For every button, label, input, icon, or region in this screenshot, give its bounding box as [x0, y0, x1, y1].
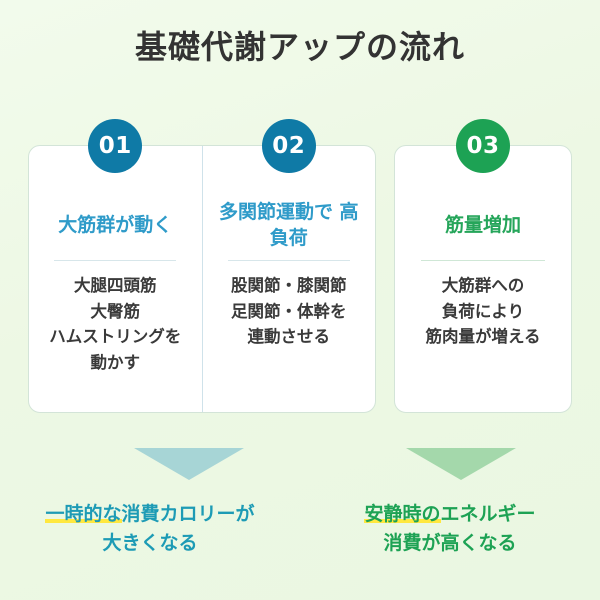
step-divider-03 [420, 260, 546, 261]
step-heading-01: 大筋群が動く [58, 214, 173, 237]
step-card-03: 03 筋量増加 大筋群への 負荷により 筋肉量が増える [395, 119, 571, 412]
outcome-left-line2: 大きくなる [102, 531, 198, 554]
arrow-down-left-icon [134, 448, 244, 480]
outcome-left-line1: 一時的な消費カロリーが [0, 500, 300, 529]
steps-container: 01 大筋群が動く 大腿四頭筋 大臀筋 ハムストリングを 動かす 02 多関節運… [28, 119, 572, 413]
page-title: 基礎代謝アップの流れ [134, 28, 465, 66]
step-card-02: 02 多関節運動で 高負荷 股関節・膝関節 足関節・体幹を 連動させる [201, 119, 376, 412]
arrow-down-right-icon [406, 448, 516, 480]
outcome-left-highlight: 一時的な [45, 503, 122, 525]
step-body-03: 大筋群への 負荷により 筋肉量が増える [425, 276, 541, 347]
step-group-second: 03 筋量増加 大筋群への 負荷により 筋肉量が増える [394, 119, 572, 413]
outcome-left-rest: 消費カロリーが [121, 503, 255, 525]
outcome-right-rest: エネルギー [440, 503, 536, 525]
outcome-right-highlight: 安静時の [364, 503, 441, 525]
step-body-02: 股関節・膝関節 足関節・体幹を 連動させる [231, 276, 347, 347]
step-body-01: 大腿四頭筋 大臀筋 ハムストリングを 動かす [49, 276, 182, 372]
step-card-01: 01 大筋群が動く 大腿四頭筋 大臀筋 ハムストリングを 動かす [29, 119, 202, 412]
outcome-left: 一時的な消費カロリーが 大きくなる [0, 500, 300, 557]
step-badge-01: 01 [88, 119, 143, 173]
arrows-container [0, 448, 600, 488]
step-heading-02: 多関節運動で 高負荷 [218, 201, 359, 249]
step-heading-03: 筋量増加 [444, 214, 521, 237]
step-divider-01 [54, 260, 177, 261]
step-badge-03: 03 [456, 119, 510, 173]
outcome-right-line1: 安静時のエネルギー [300, 500, 600, 529]
outcomes-container: 一時的な消費カロリーが 大きくなる 安静時のエネルギー 消費が高くなる [0, 500, 600, 557]
step-group-first: 01 大筋群が動く 大腿四頭筋 大臀筋 ハムストリングを 動かす 02 多関節運… [28, 119, 376, 413]
step-divider-02 [227, 260, 350, 261]
step-badge-02: 02 [261, 119, 316, 173]
outcome-right: 安静時のエネルギー 消費が高くなる [300, 500, 600, 557]
outcome-right-line2: 消費が高くなる [383, 531, 517, 554]
